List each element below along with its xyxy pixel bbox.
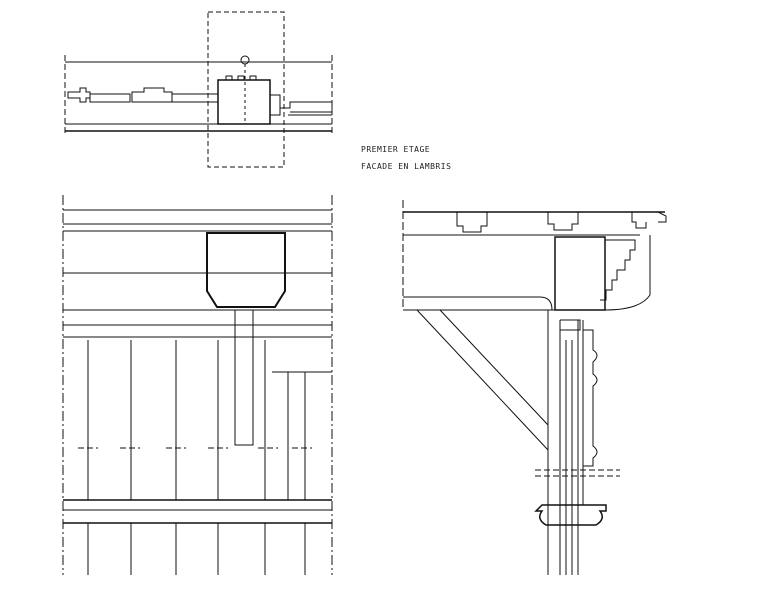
section-view [402, 200, 667, 575]
drawing-title-floor: PREMIER ETAGE [361, 145, 431, 154]
elevation-view [62, 195, 333, 575]
plan-view [64, 11, 333, 168]
drawing-title-facade: FACADE EN LAMBRIS [361, 162, 452, 171]
